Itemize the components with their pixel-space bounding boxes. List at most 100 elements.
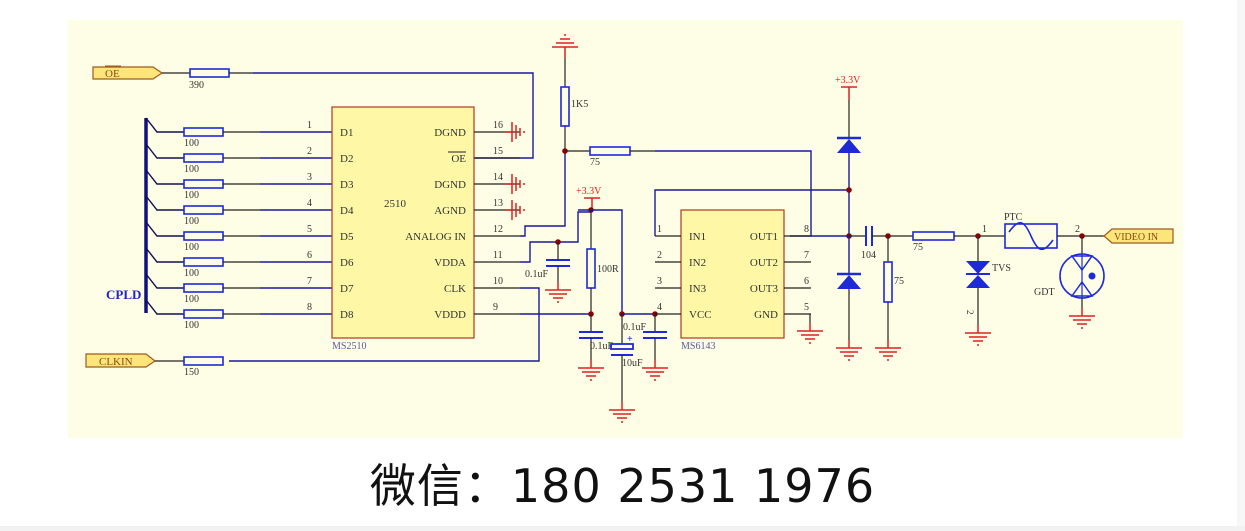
clkin-port-label: CLKIN [99, 356, 133, 368]
scrollbar-track[interactable] [1237, 0, 1245, 531]
pin-number: 4 [657, 302, 662, 313]
resistor-75-top-value: 75 [590, 157, 600, 168]
bus-entry [145, 221, 184, 237]
resistor-150-value: 150 [184, 367, 199, 378]
pin-label: IN3 [689, 283, 707, 295]
pin-label: OUT2 [750, 257, 778, 269]
pin-label: VDDD [434, 309, 466, 321]
chip-ms6143-ref: MS6143 [681, 341, 715, 352]
pin-label: OUT1 [750, 231, 778, 243]
pin-label: OUT3 [750, 283, 779, 295]
pin-label: VCC [689, 309, 712, 321]
pin-number: 6 [307, 250, 312, 261]
in1-wire [654, 189, 849, 236]
vdd-wire [578, 209, 623, 314]
pin-number: 10 [493, 276, 503, 287]
video-in-port[interactable]: VIDEO IN [1103, 228, 1174, 244]
bus-entry [145, 169, 184, 185]
pin-number: 6 [804, 276, 809, 287]
ptc-label: PTC [1004, 212, 1023, 223]
resistor-75-shunt-value: 75 [894, 276, 904, 287]
ground-symbol [609, 402, 635, 423]
pin-label: D2 [340, 153, 353, 165]
bus-entry [145, 299, 184, 315]
pin-label: D3 [340, 179, 354, 191]
resistor-100-value: 100 [184, 216, 199, 227]
pin-number: 14 [493, 172, 503, 183]
diode-upper [837, 136, 861, 153]
pin-number: 11 [493, 250, 503, 261]
pin-number: 2 [657, 250, 662, 261]
side-grounds [505, 122, 525, 220]
cpld-bus-label: CPLD [106, 287, 141, 302]
resistor-100-value: 100 [184, 242, 199, 253]
pin-label: DGND [434, 127, 466, 139]
ptc-curve [1008, 221, 1054, 251]
cap-bulk-value: 10uF [622, 358, 643, 369]
power-label-3v3-a: +3.3V [576, 186, 602, 197]
pin-label: AGND [434, 205, 466, 217]
pin-number: 5 [307, 224, 312, 235]
bus-entry [145, 247, 184, 263]
pin-label: D6 [340, 257, 354, 269]
ms2510-pins: 1D12D23D34D45D56D67D78D816DGND15OE14DGND… [307, 120, 520, 321]
ground-symbol [1069, 308, 1095, 329]
junction [846, 187, 852, 193]
pin-number: 8 [307, 302, 312, 313]
ptc-pin2-label: 2 [1075, 224, 1080, 235]
contact-watermark: 微信：180 2531 1976 [369, 459, 876, 513]
resistor-100r-value: 100R [597, 264, 619, 275]
pin-label: ANALOG IN [405, 231, 466, 243]
pin-number: 7 [307, 276, 312, 287]
analog-in-wire [520, 151, 566, 237]
resistor-100-value: 100 [184, 294, 199, 305]
schematic-paper [68, 20, 1183, 438]
pin-number: 1 [657, 224, 662, 235]
power-label-3v3-b: +3.3V [835, 75, 861, 86]
cap-vddd-value: 0.1uF [590, 341, 614, 352]
chip-ms2510 [331, 106, 475, 339]
ground-top-1k5 [552, 34, 578, 58]
tvs-pin1-label: 1 [982, 224, 987, 235]
diode-lower [837, 272, 861, 289]
pin-number: 3 [307, 172, 312, 183]
tvs-diode [966, 261, 990, 288]
bus-entry [145, 273, 184, 289]
pin-label: D7 [340, 283, 354, 295]
gdt-label: GDT [1034, 287, 1055, 298]
resistor-1k5-value: 1K5 [571, 99, 588, 110]
ground-symbol [545, 282, 571, 303]
oe-port-label: OE [105, 68, 120, 80]
pin-number: 4 [307, 198, 312, 209]
pin-number: 2 [307, 146, 312, 157]
pin-label: D5 [340, 231, 354, 243]
pin-number: 16 [493, 120, 503, 131]
bus-entry [145, 117, 184, 133]
ground-symbol [875, 340, 901, 361]
pin-number: 7 [804, 250, 809, 261]
pin-number: 12 [493, 224, 503, 235]
resistor-100-value: 100 [184, 268, 199, 279]
ground-symbol [836, 340, 862, 361]
cap-bulk-polarity: + [627, 334, 633, 345]
resistor-150 [183, 356, 224, 366]
bus-entry [145, 143, 184, 159]
chip-ms6143 [680, 209, 785, 339]
resistor-100-value: 100 [184, 138, 199, 149]
ground-symbol [578, 360, 604, 381]
pin-number: 15 [493, 146, 503, 157]
pin-label: IN2 [689, 257, 706, 269]
pin-number: 9 [493, 302, 498, 313]
ground-symbol [797, 323, 823, 344]
tvs-label: TVS [992, 263, 1011, 274]
oe-port[interactable]: OE [92, 65, 164, 80]
tvs-pin2-label: 2 [965, 310, 975, 315]
pin-number: 8 [804, 224, 809, 235]
clkin-port[interactable]: CLKIN [85, 353, 157, 368]
chip-ms2510-part: 2510 [384, 198, 407, 210]
pin-number: 1 [307, 120, 312, 131]
cap-vcc-value: 0.1uF [623, 322, 647, 333]
resistor-75-series-value: 75 [913, 242, 923, 253]
